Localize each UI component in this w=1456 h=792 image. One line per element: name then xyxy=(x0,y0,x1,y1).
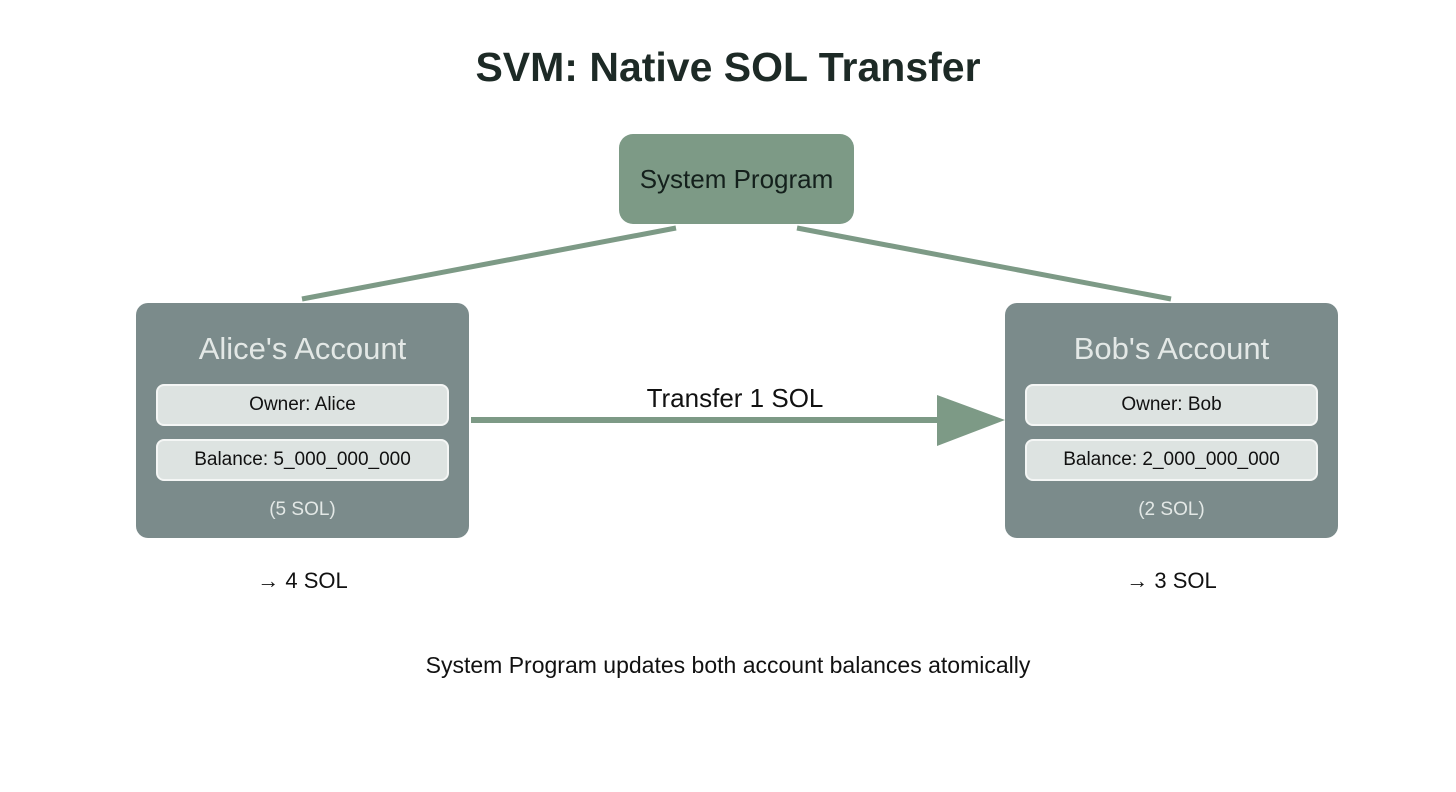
account-name: Alice's Account xyxy=(198,331,407,366)
diagram-title: SVM: Native SOL Transfer xyxy=(475,44,981,90)
system-program-node: System Program xyxy=(619,134,854,224)
transfer-label: Transfer 1 SOL xyxy=(646,383,824,413)
bob-after-balance: → 3 SOL xyxy=(1126,568,1217,593)
program-to-alice-connector xyxy=(301,225,677,302)
balance-field: Balance: 5_000_000_000 xyxy=(156,439,449,481)
sol-amount: (5 SOL) xyxy=(269,499,336,520)
owner-field: Owner: Bob xyxy=(1025,384,1318,426)
sol-amount: (2 SOL) xyxy=(1138,499,1205,520)
bob-account-node: Bob's Account Owner: Bob Balance: 2_000_… xyxy=(1005,303,1338,538)
system-program-label: System Program xyxy=(639,163,834,194)
owner-field: Owner: Alice xyxy=(156,384,449,426)
transfer-arrowhead-icon xyxy=(937,395,1005,446)
alice-after-balance: → 4 SOL xyxy=(257,568,348,593)
program-to-bob-connector xyxy=(796,225,1172,302)
balance-field: Balance: 2_000_000_000 xyxy=(1025,439,1318,481)
alice-account-node: Alice's Account Owner: Alice Balance: 5_… xyxy=(136,303,469,538)
account-name: Bob's Account xyxy=(1073,331,1270,366)
diagram-caption: System Program updates both account bala… xyxy=(425,652,1031,678)
